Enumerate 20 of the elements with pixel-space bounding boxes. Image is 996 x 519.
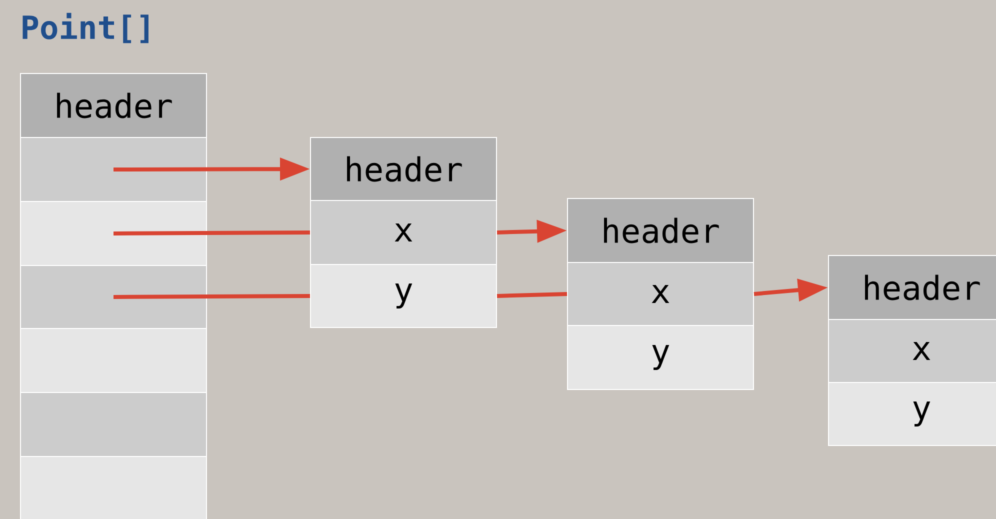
field-cell: y	[310, 264, 497, 328]
connector-line	[114, 294, 310, 299]
array-cell	[20, 392, 207, 457]
array-cell	[20, 137, 207, 202]
field-cell: y	[828, 382, 996, 446]
array-cell	[20, 328, 207, 393]
header-cell: header	[828, 255, 996, 320]
field-cell: x	[310, 200, 497, 265]
field-cell: y	[567, 325, 754, 390]
array-cell	[20, 265, 207, 329]
header-cell: header	[567, 198, 754, 263]
header-cell: header	[310, 137, 497, 201]
connector-line	[496, 292, 568, 298]
header-cell: header	[20, 73, 207, 138]
title: Point[]	[22, 12, 148, 44]
field-cell: x	[828, 319, 996, 383]
array-cell	[20, 201, 207, 266]
field-cell: x	[567, 262, 754, 326]
array-cell	[20, 456, 207, 519]
connector-line	[114, 230, 310, 236]
